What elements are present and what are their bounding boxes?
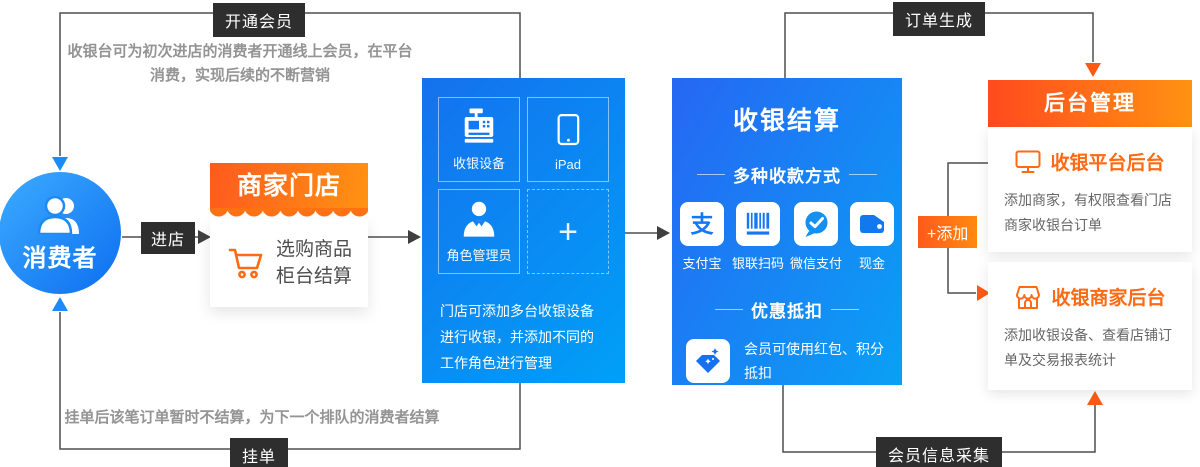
- rule-left: [697, 174, 725, 175]
- label-open-membership: 开通会员: [213, 3, 306, 37]
- label-add: +添加: [918, 216, 978, 248]
- storefront-icon: [1016, 285, 1041, 309]
- payment-section-title: 多种收款方式: [733, 167, 841, 186]
- line-hold-order: [59, 312, 521, 450]
- devices-grid: 收银设备 iPad 角色管理员 +: [434, 97, 613, 274]
- unionpay-card: [736, 202, 780, 246]
- arrow-down-into-consumer: [52, 157, 68, 171]
- payment-section-header: 多种收款方式: [672, 162, 902, 187]
- payment-alipay: 支 支付宝: [680, 202, 724, 272]
- discount-section-header: 优惠抵扣: [672, 297, 902, 322]
- label-enter-store: 进店: [141, 222, 196, 254]
- merchant-backend-title: 收银商家后台: [1051, 288, 1166, 309]
- svg-text:支: 支: [690, 211, 715, 237]
- cash-card: [850, 202, 894, 246]
- monitor-icon: [1015, 150, 1041, 173]
- alipay-icon: 支: [690, 211, 715, 237]
- device-cell-role: 角色管理员: [438, 189, 520, 274]
- payment-wechat: 微信支付: [790, 202, 843, 272]
- rule-right: [849, 174, 877, 175]
- device-cell-add[interactable]: +: [527, 189, 609, 274]
- arrow-up-into-consumer: [52, 297, 68, 311]
- devices-desc: 门店可添加多台收银设备进行收银，并添加不同的工作角色进行管理: [440, 303, 594, 371]
- consumer-label: 消费者: [22, 244, 98, 272]
- device-cell-ipad-label: iPad: [554, 157, 582, 172]
- wechat-card: [794, 202, 838, 246]
- devices-panel: 收银设备 iPad 角色管理员 +: [422, 78, 625, 383]
- alipay-label: 支付宝: [682, 256, 722, 271]
- alipay-card: 支: [680, 202, 724, 246]
- two-users-icon: [37, 195, 79, 234]
- shopping-cart-icon: [228, 248, 263, 279]
- settlement-panel: 收银结算 多种收款方式 支 支付宝: [672, 78, 902, 385]
- wechat-label: 微信支付: [790, 256, 843, 271]
- label-hold-order: 挂单: [230, 438, 289, 467]
- settlement-title: 收银结算: [732, 107, 841, 135]
- wechat-pay-icon: [805, 211, 828, 237]
- cash-label: 现金: [858, 256, 885, 271]
- store-desc: 选购商品 柜台结算: [276, 236, 352, 290]
- store-card: 选购商品 柜台结算: [210, 219, 368, 307]
- barcode-icon: [746, 212, 770, 235]
- arrow-into-store: [198, 230, 211, 244]
- store-title: 商家门店: [210, 163, 368, 208]
- arrow-add-into-merchant-card: [977, 285, 990, 301]
- bottom-annotation: 挂单后该笔订单暂时不结算，为下一个排队的消费者结算: [64, 409, 440, 426]
- platform-backend-title: 收银平台后台: [1050, 153, 1165, 174]
- consumer-node: 消费者: [0, 172, 121, 294]
- discount-desc: 会员可使用红包、积分抵扣: [744, 341, 884, 381]
- label-order-generated: 订单生成: [893, 2, 986, 36]
- device-cell-role-label: 角色管理员: [446, 248, 512, 263]
- rule-left: [715, 309, 743, 310]
- merchant-backend-desc: 添加收银设备、查看店铺订单及交易报表统计: [1004, 327, 1172, 368]
- store-desc-line2: 柜台结算: [275, 266, 352, 287]
- backend-title: 后台管理: [988, 80, 1192, 127]
- wallet-icon: [860, 215, 884, 233]
- tablet-icon: [557, 114, 580, 146]
- top-annotation-line1: 收银台可为初次进店的消费者开通线上会员，在平台: [67, 43, 413, 60]
- merchant-backend-card: 收银商家后台 添加收银设备、查看店铺订单及交易报表统计: [988, 262, 1192, 390]
- arrow-into-backend-header: [1085, 63, 1101, 77]
- top-annotation-line2: 消费，实现后续的不断营销: [149, 67, 330, 84]
- payment-cash: 现金: [850, 202, 894, 272]
- device-cell-register: 收银设备: [438, 97, 520, 182]
- diamond-icon: [696, 348, 720, 373]
- cash-register-icon: [460, 108, 498, 145]
- merchant-backend-head: 收银商家后台: [988, 283, 1192, 310]
- platform-backend-desc: 添加商家，有权限查看门店商家收银台订单: [1004, 192, 1172, 233]
- discount-card: [686, 339, 730, 383]
- plus-icon: +: [558, 212, 578, 251]
- platform-backend-card: 收银平台后台 添加商家，有权限查看门店商家收银台订单: [988, 127, 1192, 252]
- rule-right: [831, 309, 859, 310]
- discount-row: 会员可使用红包、积分抵扣: [672, 339, 902, 385]
- unionpay-label: 银联扫码: [732, 256, 785, 271]
- discount-section-title: 优惠抵扣: [751, 302, 823, 321]
- arrow-into-merchant-card: [1087, 391, 1103, 405]
- top-annotation: 收银台可为初次进店的消费者开通线上会员，在平台 消费，实现后续的不断营销: [40, 40, 440, 88]
- store-awning-edge: [210, 208, 368, 219]
- device-cell-ipad: iPad: [527, 97, 609, 182]
- payment-unionpay: 银联扫码: [732, 202, 785, 272]
- platform-backend-head: 收银平台后台: [988, 148, 1192, 175]
- device-cell-register-label: 收银设备: [452, 156, 505, 171]
- person-tie-icon: [463, 201, 495, 237]
- label-member-info-collect: 会员信息采集: [876, 437, 1003, 467]
- arrow-into-devices: [408, 230, 421, 244]
- store-desc-line1: 选购商品: [275, 239, 352, 260]
- arrow-into-settlement: [657, 226, 670, 240]
- payment-methods-row: 支 支付宝: [672, 202, 902, 272]
